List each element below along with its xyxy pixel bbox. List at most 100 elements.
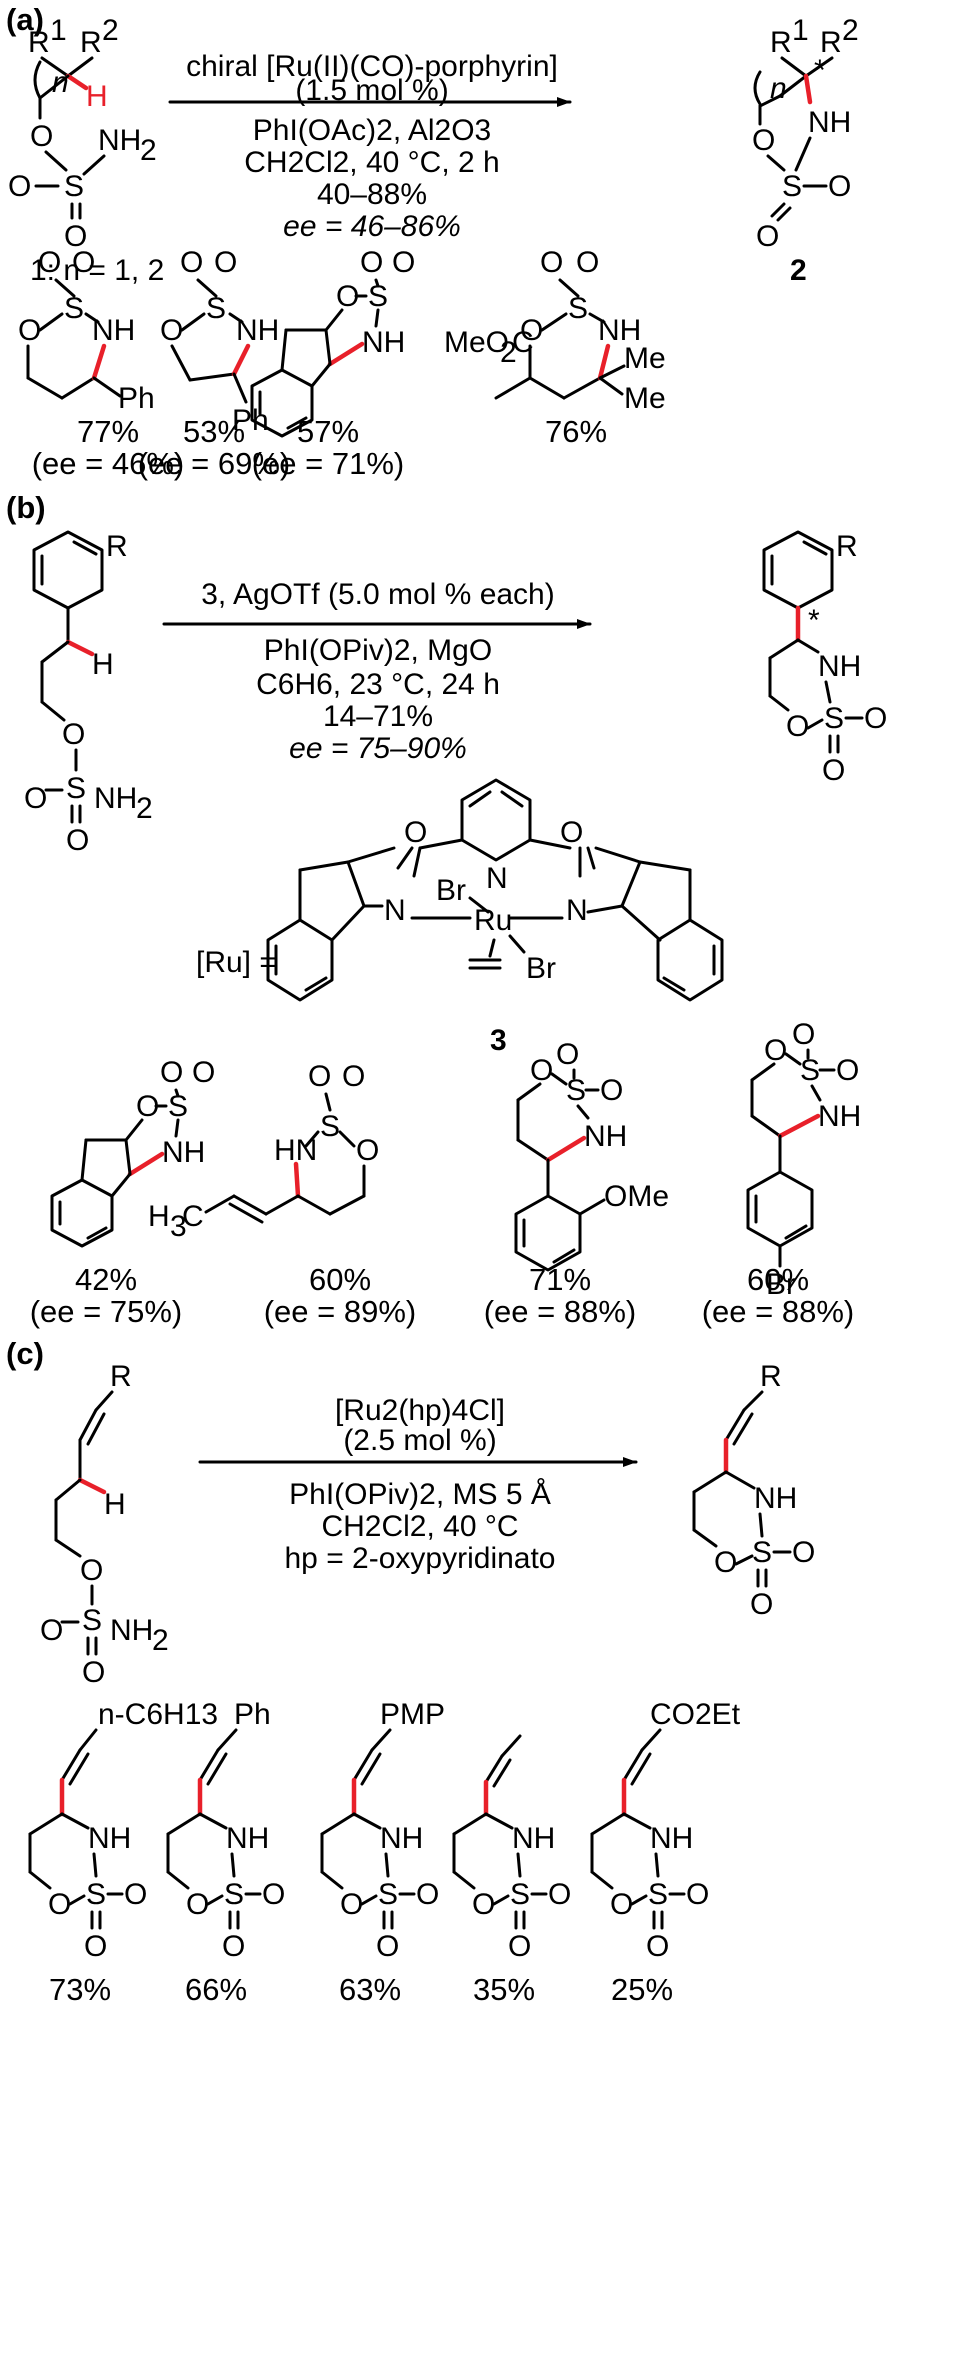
svg-text:S: S bbox=[568, 292, 588, 325]
panel-c-condition-1: [Ru2(hp)4Cl] bbox=[335, 1394, 505, 1427]
svg-text:NH: NH bbox=[98, 124, 141, 157]
svg-text:O: O bbox=[404, 816, 427, 849]
svg-text:NH: NH bbox=[236, 314, 279, 347]
panel-b-example-3-yield: 71% bbox=[529, 1262, 591, 1297]
svg-text:Br: Br bbox=[436, 874, 466, 907]
panel-c-example-5-structure: CO2Et NH O S O O bbox=[590, 1698, 741, 1963]
svg-text:C: C bbox=[512, 326, 534, 359]
svg-text:2: 2 bbox=[500, 336, 517, 369]
svg-text:2: 2 bbox=[140, 134, 157, 167]
svg-text:O: O bbox=[792, 1536, 815, 1569]
panel-c-example-3-substituent: PMP bbox=[380, 1698, 445, 1731]
panel-c-example-2-substituent: Ph bbox=[234, 1698, 271, 1731]
panel-c-example-5-yield: 25% bbox=[611, 1972, 673, 2007]
panel-c-example-3-yield: 63% bbox=[339, 1972, 401, 2007]
panel-b-product: R * NH O S O O bbox=[762, 530, 887, 787]
panel-b-example-1-yield: 42% bbox=[75, 1262, 137, 1297]
svg-text:S: S bbox=[86, 1878, 106, 1911]
svg-text:S: S bbox=[378, 1878, 398, 1911]
svg-text:R: R bbox=[820, 26, 842, 59]
svg-text:O: O bbox=[520, 314, 543, 347]
panel-a-condition-6: ee = 46–86% bbox=[283, 210, 461, 243]
svg-text:NH: NH bbox=[512, 1822, 555, 1855]
svg-text:O: O bbox=[64, 220, 87, 253]
svg-text:1: 1 bbox=[50, 14, 67, 47]
svg-text:O: O bbox=[756, 220, 779, 253]
svg-text:O: O bbox=[308, 1060, 331, 1093]
svg-text:H: H bbox=[92, 648, 114, 681]
svg-text:R: R bbox=[106, 530, 128, 563]
panel-a-product-label: 2 bbox=[790, 254, 807, 287]
svg-text:N: N bbox=[486, 862, 508, 895]
panel-c-example-1-substituent: n-C6H13 bbox=[98, 1698, 218, 1731]
panel-a-example-1-ee: (ee = 46%) bbox=[32, 446, 185, 481]
svg-text:2: 2 bbox=[136, 792, 153, 825]
svg-text:O: O bbox=[72, 246, 95, 279]
panel-a-condition-3: PhI(OAc)2, Al2O3 bbox=[253, 114, 491, 147]
panel-c-example-2-yield: 66% bbox=[185, 1972, 247, 2007]
svg-text:O: O bbox=[416, 1878, 439, 1911]
svg-text:S: S bbox=[566, 1074, 586, 1107]
svg-text:Ph: Ph bbox=[232, 404, 269, 437]
svg-text:H: H bbox=[86, 80, 108, 113]
svg-text:O: O bbox=[30, 120, 53, 153]
panel-c-condition-4: CH2Cl2, 40 °C bbox=[321, 1510, 518, 1543]
panel-b-catalyst-structure: N O O N N Br Ru Br bbox=[266, 778, 724, 1002]
svg-text:1: 1 bbox=[792, 14, 809, 47]
panel-c-example-5-substituent: CO2Et bbox=[650, 1698, 741, 1731]
svg-text:O: O bbox=[764, 1034, 787, 1067]
svg-text:N: N bbox=[384, 894, 406, 927]
svg-text:O: O bbox=[548, 1878, 571, 1911]
svg-text:O: O bbox=[222, 1930, 245, 1963]
panel-a-condition-1: chiral [Ru(II)(CO)-porphyrin] bbox=[186, 50, 558, 83]
panel-c-example-4-structure: NH O S O O bbox=[452, 1734, 571, 1963]
svg-text:S: S bbox=[82, 1604, 102, 1637]
panel-a-example-4-yield: 76% bbox=[545, 414, 607, 449]
svg-text:O: O bbox=[262, 1878, 285, 1911]
svg-text:NH: NH bbox=[650, 1822, 693, 1855]
svg-text:O: O bbox=[136, 1090, 159, 1123]
svg-text:O: O bbox=[84, 1930, 107, 1963]
svg-text:2: 2 bbox=[102, 14, 119, 47]
panel-b-example-4-structure: O S O O NH Br bbox=[746, 1018, 861, 1301]
panel-c-condition-5: hp = 2-oxypyridinato bbox=[285, 1542, 556, 1575]
svg-text:O: O bbox=[376, 1930, 399, 1963]
svg-text:O: O bbox=[192, 1056, 215, 1089]
svg-text:O: O bbox=[186, 1888, 209, 1921]
svg-text:O: O bbox=[750, 1588, 773, 1621]
svg-text:NH: NH bbox=[88, 1822, 131, 1855]
svg-text:R: R bbox=[28, 26, 50, 59]
svg-text:NH: NH bbox=[754, 1482, 797, 1515]
panel-a-condition-5: 40–88% bbox=[317, 178, 427, 211]
svg-text:O: O bbox=[80, 1554, 103, 1587]
svg-text:NH: NH bbox=[598, 314, 641, 347]
svg-text:O: O bbox=[392, 246, 415, 279]
panel-b-condition-1: 3, AgOTf (5.0 mol % each) bbox=[201, 578, 554, 611]
svg-text:S: S bbox=[510, 1878, 530, 1911]
svg-text:R: R bbox=[770, 26, 792, 59]
panel-a-example-3-yield: 57% bbox=[297, 414, 359, 449]
svg-text:S: S bbox=[168, 1090, 188, 1123]
svg-text:O: O bbox=[576, 246, 599, 279]
svg-text:O: O bbox=[66, 824, 89, 857]
svg-text:Ph: Ph bbox=[118, 382, 155, 415]
svg-text:*: * bbox=[814, 54, 826, 87]
svg-text:NH: NH bbox=[362, 326, 405, 359]
svg-text:H: H bbox=[148, 1200, 170, 1233]
svg-text:*: * bbox=[808, 604, 820, 637]
panel-a-example-1-yield: 77% bbox=[77, 414, 139, 449]
svg-text:S: S bbox=[206, 292, 226, 325]
panel-b-catalyst-label: 3 bbox=[490, 1024, 507, 1057]
panel-b-condition-3: C6H6, 23 °C, 24 h bbox=[256, 668, 500, 701]
panel-b-example-4-ee: (ee = 88%) bbox=[702, 1294, 855, 1329]
svg-text:Br: Br bbox=[766, 1268, 796, 1301]
svg-text:O: O bbox=[600, 1074, 623, 1107]
svg-text:O: O bbox=[540, 246, 563, 279]
svg-text:S: S bbox=[752, 1536, 772, 1569]
svg-text:R: R bbox=[110, 1360, 132, 1393]
svg-text:S: S bbox=[64, 170, 84, 203]
panel-b-catalyst-prefix: [Ru] = bbox=[196, 946, 277, 979]
